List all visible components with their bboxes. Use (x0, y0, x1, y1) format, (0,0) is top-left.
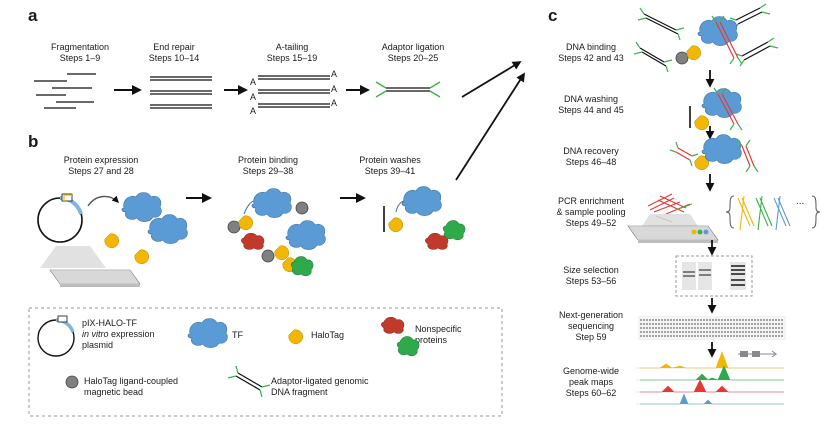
legend-tf-icon (187, 318, 228, 348)
legend-nonspecific-green-icon (396, 336, 420, 357)
legend-box (28, 307, 503, 417)
brace-left (725, 195, 735, 229)
legend-plasmid-label: pIX-HALO-TF in vitro expression plasmid (82, 318, 155, 350)
legend-adaptor-icon (227, 365, 271, 398)
a-overhang: A (250, 77, 257, 87)
a-overhang: A (331, 98, 338, 108)
sample-dots (691, 229, 709, 235)
dna-recovery-scene (669, 134, 759, 173)
panel-b-letter: b (28, 132, 39, 151)
panel-a-letter: a (28, 6, 38, 25)
sequencing-reads (638, 316, 786, 340)
well-plate-icon (49, 269, 141, 288)
peak-maps (636, 350, 784, 405)
legend-tf-label: TF (232, 330, 243, 340)
panel-c-letter: c (548, 6, 558, 25)
tf-icon (697, 16, 738, 46)
a-overhang: A (331, 69, 338, 79)
pooled-libraries (737, 195, 791, 231)
arrow-to-c (461, 61, 522, 98)
tf-icon (147, 214, 188, 244)
size-selection-gel (675, 255, 753, 297)
bead-icon (675, 51, 689, 65)
curved-arrow (87, 195, 119, 207)
halotag-icon (134, 249, 150, 265)
a-overhang: A (250, 106, 257, 116)
adaptor-ligated-fragment (375, 81, 441, 98)
tf-icon (121, 192, 162, 222)
repaired-ends (150, 76, 212, 109)
halotag-icon (686, 45, 702, 61)
halotag-icon (104, 233, 120, 249)
ellipsis: ... (796, 196, 805, 207)
protein-binding-scene (227, 188, 326, 277)
light-cone (40, 246, 106, 268)
legend-halotag-label: HaloTag (311, 330, 345, 340)
legend-bead-icon (65, 375, 79, 389)
legend-nonspecific-red-icon (381, 316, 405, 334)
plasmid-icon (37, 193, 83, 243)
protein-washes-scene (383, 186, 466, 250)
legend-plasmid-icon (37, 315, 75, 357)
fragments (34, 73, 96, 109)
a-overhang: A (250, 92, 257, 102)
legend-halotag-icon (288, 329, 304, 345)
brace-right (811, 195, 821, 229)
a-overhang: A (331, 84, 338, 94)
well-plate-icon (627, 225, 719, 244)
a-tailed-fragments (258, 75, 330, 108)
bound-dna (711, 15, 743, 65)
arrow-to-c (455, 72, 525, 181)
dna-washing-scene (689, 87, 743, 131)
